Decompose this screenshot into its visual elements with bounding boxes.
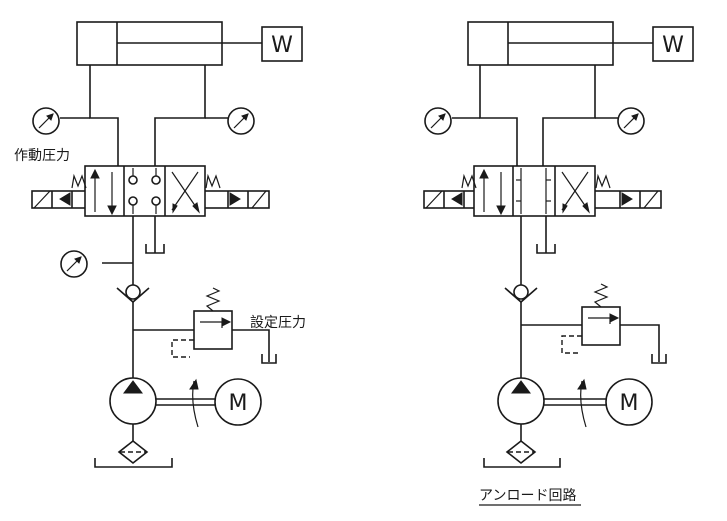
- unload-circuit-caption: アンロード回路: [479, 488, 576, 504]
- pressure-gauge-icon: [32, 107, 60, 135]
- directional-valve-icon: [31, 165, 270, 217]
- pressure-gauge-icon: [227, 107, 255, 135]
- tank-icon: [145, 244, 165, 254]
- electric-motor-icon: M: [605, 378, 653, 426]
- load-label-right: W: [662, 33, 684, 58]
- spring-icon: [205, 287, 221, 312]
- relief-valve-icon: [561, 306, 660, 362]
- circuit-left: W 作動圧力: [14, 21, 306, 468]
- tank-icon: [261, 354, 277, 364]
- tank-icon: [483, 458, 561, 468]
- cylinder-icon: [467, 21, 653, 66]
- check-valve-icon: [116, 284, 150, 304]
- tank-icon: [94, 458, 173, 468]
- motor-label-right: M: [620, 391, 639, 416]
- strainer-icon: [505, 439, 537, 465]
- hydraulic-pump-icon: [109, 377, 157, 425]
- hydraulic-pump-icon: [497, 377, 545, 425]
- tank-icon: [651, 354, 667, 364]
- pressure-gauge-icon: [617, 107, 645, 135]
- working-pressure-label: 作動圧力: [14, 148, 70, 164]
- load-box-right: W: [652, 26, 694, 62]
- pressure-gauge-icon: [60, 250, 88, 278]
- spring-icon: [593, 283, 609, 308]
- set-pressure-label: 設定圧力: [250, 315, 306, 331]
- pressure-gauge-icon: [424, 107, 452, 135]
- load-label-left: W: [271, 33, 293, 58]
- strainer-icon: [117, 439, 149, 465]
- circuit-right: W: [423, 21, 694, 506]
- cylinder-icon: [76, 21, 262, 66]
- directional-valve-icon: [423, 165, 662, 217]
- electric-motor-icon: M: [214, 378, 262, 426]
- tank-icon: [536, 244, 556, 254]
- load-box-left: W: [261, 26, 303, 62]
- motor-label-left: M: [229, 391, 248, 416]
- check-valve-icon: [504, 284, 538, 304]
- spring-icon: [461, 173, 611, 189]
- relief-valve-icon: [171, 310, 270, 362]
- spring-icon: [71, 173, 221, 189]
